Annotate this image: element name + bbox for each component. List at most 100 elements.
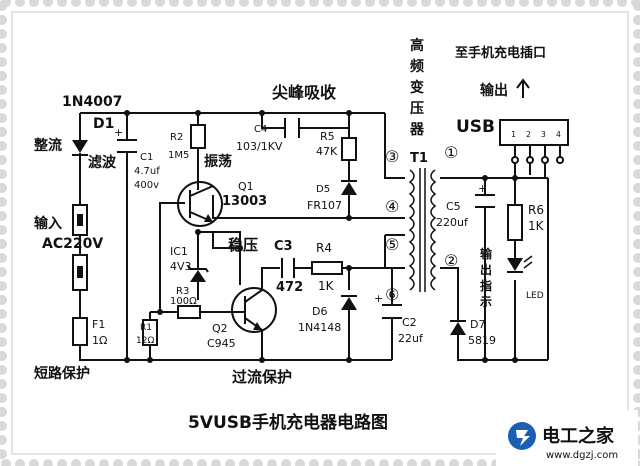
svg-text:+: +: [374, 292, 383, 305]
filter-label: 滤波: [88, 154, 117, 171]
hf-transformer-label-char: 频: [410, 58, 424, 75]
usb-pin-1: 1: [511, 130, 516, 139]
winding-6: ⑥: [385, 285, 399, 304]
watermark-logo: 电工之家 www.dgzj.com: [496, 410, 638, 466]
diagram-title: 5VUSB手机充电器电路图: [188, 412, 388, 433]
stabilize-label: 稳压: [228, 236, 258, 254]
q1-part: 13003: [222, 194, 267, 209]
resistor-r4: [311, 261, 343, 275]
winding-1: ①: [444, 143, 458, 162]
oscillate-label: 振荡: [204, 153, 232, 170]
d1-label: D1: [93, 116, 114, 132]
svg-text:+: +: [478, 182, 487, 195]
capacitor-c1: +: [114, 126, 137, 153]
resistor-r5: [341, 137, 357, 161]
spike-absorb-label: 尖峰吸收: [272, 83, 336, 102]
r5-value: 47K: [316, 145, 338, 158]
ic1-value: 4V3: [170, 260, 192, 273]
capacitor-c3: [281, 258, 295, 278]
d6-part: 1N4148: [298, 321, 341, 334]
d6-label: D6: [312, 305, 327, 318]
resistor-r1: [142, 319, 158, 346]
transistor-q2: [230, 287, 277, 333]
r4-value: 1K: [318, 279, 335, 293]
diode-d5: [341, 180, 357, 195]
q1-label: Q1: [238, 180, 254, 193]
watermark-name: 电工之家: [542, 425, 615, 447]
diode-d7: [450, 310, 466, 335]
c1-voltage: 400v: [134, 180, 159, 191]
transformer-t1: [408, 168, 437, 292]
winding-3: ③: [385, 147, 399, 166]
transistor-q1: [177, 181, 223, 227]
resistor-r6: [507, 204, 523, 241]
output-indicator-label-char: 指: [480, 278, 492, 293]
r1-value: 12Ω: [136, 336, 154, 346]
junctions: [124, 110, 518, 363]
r6-value: 1K: [528, 219, 545, 233]
r1-label: R1: [140, 323, 152, 333]
ic1-label: IC1: [170, 245, 188, 258]
capacitor-c5: +: [475, 182, 495, 215]
c3-label: C3: [274, 239, 293, 254]
watermark-url: www.dgzj.com: [546, 450, 618, 461]
fuse-f1: [72, 317, 88, 346]
winding-5: ⑤: [385, 235, 399, 254]
diode-d1: [72, 140, 88, 160]
d7-label: D7: [470, 318, 485, 331]
svg-text:+: +: [114, 126, 123, 139]
hf-transformer-label-char: 变: [410, 79, 424, 96]
hf-transformer-label-char: 高: [410, 37, 424, 54]
input-plug-top: [72, 204, 88, 236]
hf-transformer-label-char: 压: [410, 101, 424, 117]
c2-label: C2: [402, 316, 417, 329]
r6-label: R6: [528, 203, 544, 217]
usb-label: USB: [456, 117, 495, 137]
led-label: LED: [526, 291, 544, 301]
usb-pin-4: 4: [556, 130, 561, 139]
f1-value: 1Ω: [92, 334, 107, 347]
output-label: 输出: [480, 82, 508, 99]
d7-part: 5819: [468, 334, 496, 347]
input-label: 输入: [34, 215, 62, 232]
output-indicator-label-char: 输: [480, 246, 493, 261]
input-plug-bottom: [72, 254, 88, 291]
c1-label: C1: [140, 152, 153, 163]
led: [507, 255, 533, 273]
q2-label: Q2: [212, 322, 228, 335]
c2-value: 22uf: [398, 332, 424, 345]
r4-label: R4: [316, 241, 332, 255]
winding-4: ④: [385, 197, 399, 216]
d5-label: D5: [316, 184, 330, 195]
d5-part: FR107: [307, 199, 342, 212]
diode-d6: [341, 295, 357, 310]
usb-connector: [499, 119, 569, 164]
hf-transformer-label-char: 器: [409, 122, 425, 138]
overcurrent-label: 过流保护: [232, 368, 292, 386]
short-protect-label: 短路保护: [34, 365, 90, 382]
ac220v-label: AC220V: [42, 236, 103, 252]
to-phone-label: 至手机充电插口: [455, 45, 546, 61]
output-indicator-label-char: 出: [480, 262, 492, 277]
r3-label: R3: [176, 286, 189, 297]
zener-ic1: [187, 258, 209, 282]
r2-value: 1M5: [168, 150, 189, 161]
rectify-label: 整流: [33, 137, 62, 154]
r3-value: 100Ω: [170, 296, 197, 307]
resistor-r2: [190, 124, 206, 149]
f1-label: F1: [92, 318, 105, 331]
r5-label: R5: [320, 130, 335, 143]
usb-pin-2: 2: [526, 130, 531, 139]
d1-part-label: 1N4007: [62, 94, 122, 110]
c5-label: C5: [446, 200, 461, 213]
output-arrow-icon: [516, 78, 530, 98]
output-indicator-label-char: 示: [479, 295, 492, 309]
c4-label: C4: [254, 124, 267, 135]
c3-value: 472: [276, 280, 303, 295]
resistor-r3: [177, 305, 201, 319]
